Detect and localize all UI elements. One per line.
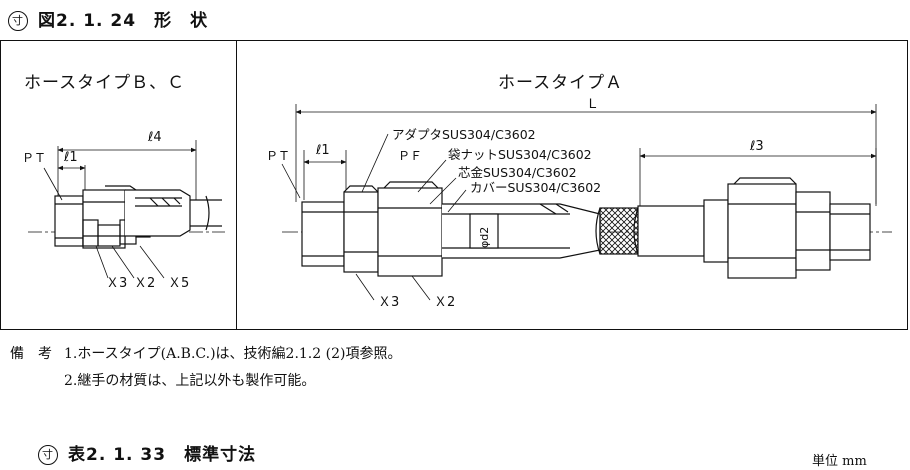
a-L-label: Ｌ	[586, 97, 599, 112]
figure-heading: 寸図2. 1. 24 形 状	[8, 6, 208, 31]
a-x3-label: Ｘ3	[378, 295, 399, 310]
bc-l4-label: ℓ4	[147, 130, 162, 145]
bc-x3-label: Ｘ3	[106, 276, 127, 291]
note-line-1: 1.ホースタイプ(A.B.C.)は、技術編2.1.2 (2)項参照。	[64, 346, 402, 362]
figure-title: 図2. 1. 24 形 状	[38, 11, 209, 31]
cover-material-label: カバーSUS304/C3602	[470, 180, 601, 195]
d2-label: φd2	[478, 227, 491, 248]
table-title: 表2. 1. 33 標準寸法	[68, 445, 257, 465]
figure-frame	[0, 40, 908, 330]
adapter-material-label: アダプタSUS304/C3602	[392, 127, 536, 142]
a-l3-label: ℓ3	[749, 139, 764, 154]
fitting-bc-drawing	[28, 185, 225, 249]
dimension-mark-icon: 寸	[8, 11, 28, 31]
a-l1-label: ℓ1	[315, 143, 330, 158]
bc-x2-label: Ｘ2	[134, 276, 155, 291]
nut-material-label: 袋ナットSUS304/C3602	[448, 147, 592, 162]
panel-bc-title: ホースタイプＢ、Ｃ	[24, 73, 186, 93]
table-heading: 寸表2. 1. 33 標準寸法	[38, 440, 256, 465]
bc-x5-label: Ｘ5	[168, 276, 189, 291]
dimension-mark-icon: 寸	[38, 445, 58, 465]
a-x2-label: Ｘ2	[434, 295, 455, 310]
note-line-2: 2.継手の材質は、上記以外も製作可能。	[64, 373, 316, 389]
fitting-a-drawing	[282, 177, 892, 279]
a-pt-label: ＰＴ	[266, 149, 290, 163]
panel-divider	[236, 40, 237, 330]
a-pf-label: ＰＦ	[398, 149, 422, 163]
core-material-label: 芯金SUS304/C3602	[458, 165, 577, 180]
bc-l1-label: ℓ1	[63, 150, 78, 165]
unit-label: 単位 mm	[812, 454, 867, 469]
notes-label: 備 考	[10, 346, 52, 362]
bc-pt-label: ＰＴ	[22, 151, 46, 165]
panel-a-title: ホースタイプＡ	[498, 73, 624, 93]
